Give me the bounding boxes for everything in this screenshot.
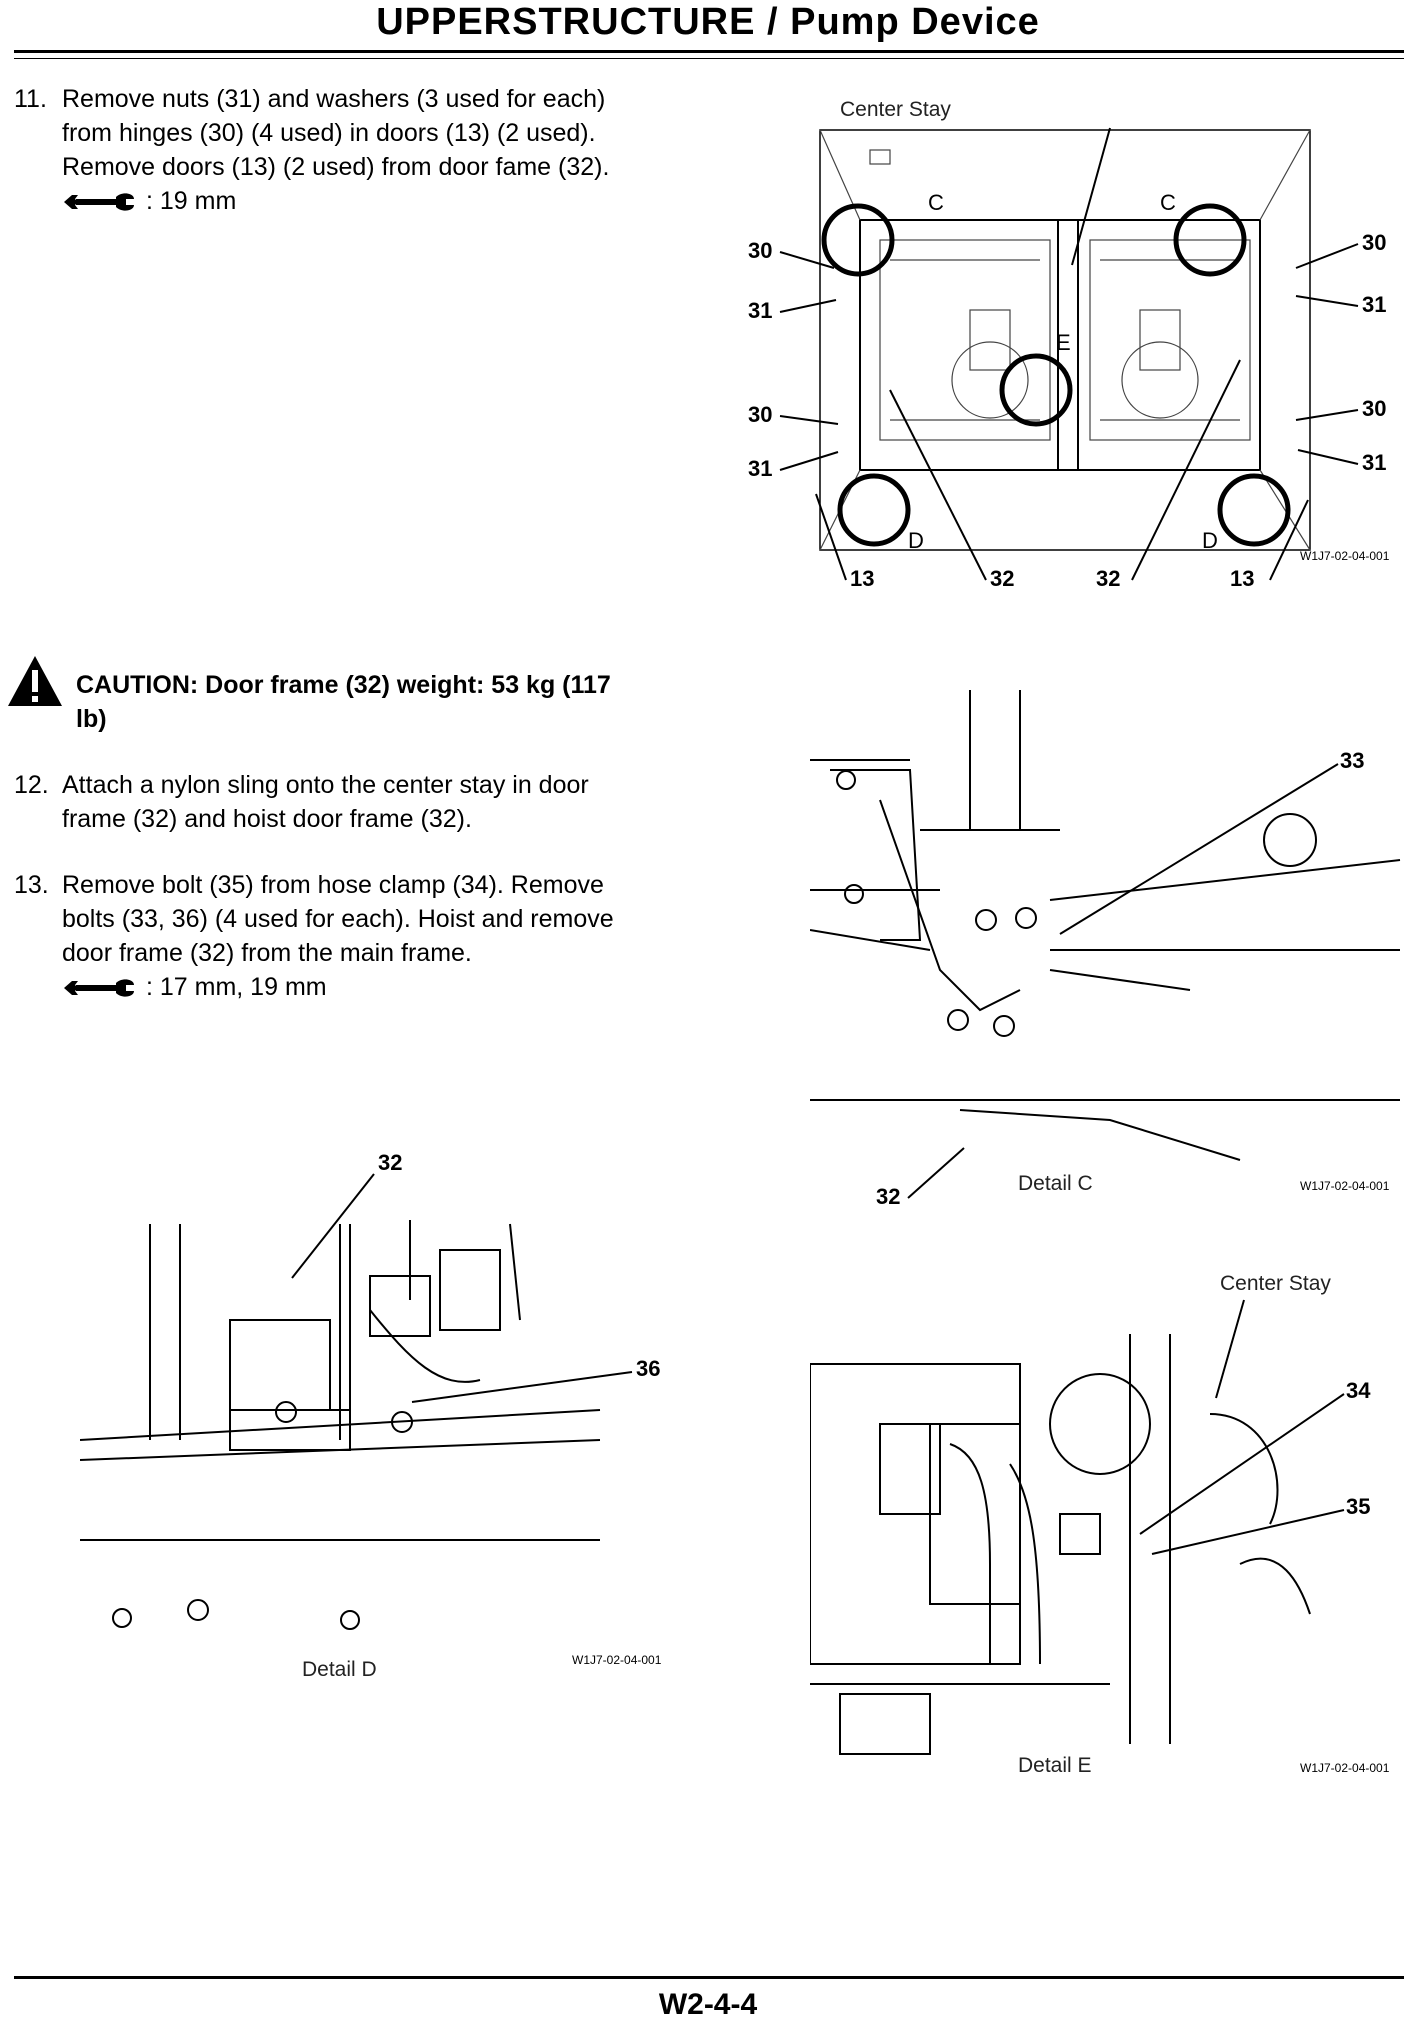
caution-line: CAUTION: Door frame (32) weight: 53 kg (… bbox=[76, 671, 611, 699]
detail-circle-e bbox=[999, 353, 1073, 427]
wrench-icon bbox=[64, 193, 134, 212]
pump-detail-lines bbox=[819, 129, 1311, 551]
callout-31: 31 bbox=[748, 456, 772, 481]
caution-line: lb) bbox=[76, 705, 107, 733]
caution-triangle-icon bbox=[6, 654, 66, 710]
callout-31: 31 bbox=[1362, 450, 1386, 475]
callout-30: 30 bbox=[1362, 396, 1386, 421]
step-13: 13. Remove bolt (35) from hose clamp (34)… bbox=[14, 868, 694, 1004]
wrench-size: : 17 mm, 19 mm bbox=[146, 973, 327, 1001]
step-line: Attach a nylon sling onto the center sta… bbox=[62, 771, 589, 799]
detail-e-drawing bbox=[810, 1334, 1311, 1755]
step-line: Remove nuts (31) and washers (3 used for… bbox=[62, 85, 606, 113]
callout-leader bbox=[1139, 1393, 1345, 1535]
callout-33: 33 bbox=[1340, 748, 1364, 773]
callout-30: 30 bbox=[1362, 230, 1386, 255]
callout-32: 32 bbox=[1096, 566, 1120, 591]
figure-code: W1J7-02-04-001 bbox=[1300, 549, 1390, 563]
step-number: 12. bbox=[14, 771, 49, 799]
callout-35: 35 bbox=[1346, 1494, 1370, 1519]
callout-30: 30 bbox=[748, 402, 772, 427]
detail-c-label: Detail C bbox=[1018, 1172, 1093, 1195]
figure-code: W1J7-02-04-001 bbox=[1300, 1761, 1390, 1775]
detail-circle-c bbox=[1173, 203, 1247, 277]
detail-d-figure: 32 36 Detail D W1J7-02-04-001 bbox=[80, 1150, 662, 1680]
callout-30: 30 bbox=[748, 238, 772, 263]
detail-letter: C bbox=[1160, 190, 1176, 215]
header-rule-thin bbox=[14, 58, 1404, 59]
step-line: door frame (32) from the main frame. bbox=[62, 939, 472, 967]
page-number: W2-4-4 bbox=[658, 1988, 758, 2021]
callout-31: 31 bbox=[748, 298, 772, 323]
page-title: UPPERSTRUCTURE / Pump Device bbox=[376, 1, 1040, 43]
callout-13: 13 bbox=[1230, 566, 1254, 591]
figure-code: W1J7-02-04-001 bbox=[572, 1653, 662, 1667]
callout-36: 36 bbox=[636, 1356, 660, 1381]
step-12: 12. Attach a nylon sling onto the center … bbox=[14, 768, 694, 836]
callout-leader bbox=[1151, 1509, 1345, 1555]
callout-leader bbox=[1059, 763, 1339, 935]
wrench-line: : 17 mm, 19 mm bbox=[14, 970, 694, 1004]
detail-c-drawing bbox=[810, 690, 1401, 1161]
detail-letter: D bbox=[908, 528, 924, 553]
callout-leader bbox=[291, 1173, 375, 1279]
detail-e-label: Detail E bbox=[1018, 1754, 1092, 1777]
step-line: from hinges (30) (4 used) in doors (13) … bbox=[62, 119, 596, 147]
center-stay-label: Center Stay bbox=[1220, 1272, 1331, 1295]
detail-d-drawing bbox=[80, 1220, 601, 1630]
door-frame-outline bbox=[819, 129, 1311, 551]
callout-31: 31 bbox=[1362, 292, 1386, 317]
detail-circle-c bbox=[821, 203, 895, 277]
step-line: bolts (33, 36) (4 used for each). Hoist … bbox=[62, 905, 614, 933]
detail-letter: C bbox=[928, 190, 944, 215]
callout-32: 32 bbox=[876, 1184, 900, 1209]
step-11: 11. Remove nuts (31) and washers (3 used … bbox=[14, 82, 694, 218]
step-line: frame (32) and hoist door frame (32). bbox=[62, 805, 472, 833]
wrench-size: : 19 mm bbox=[146, 187, 237, 215]
callout-leader bbox=[907, 1147, 965, 1199]
step-line: Remove bolt (35) from hose clamp (34). R… bbox=[62, 871, 604, 899]
center-stay bbox=[1057, 219, 1079, 471]
callout-leader bbox=[411, 1371, 633, 1403]
figure-code: W1J7-02-04-001 bbox=[1300, 1179, 1390, 1193]
detail-circle-d bbox=[1217, 473, 1291, 547]
detail-c-figure: 33 32 Detail C W1J7-02-04-001 bbox=[810, 690, 1401, 1209]
wrench-icon bbox=[64, 979, 134, 998]
step-line: Remove doors (13) (2 used) from door fam… bbox=[62, 153, 610, 181]
detail-circle-d bbox=[837, 473, 911, 547]
detail-letter: D bbox=[1202, 528, 1218, 553]
callout-leader bbox=[1215, 1299, 1245, 1399]
caution-text: CAUTION: Door frame (32) weight: 53 kg (… bbox=[76, 668, 696, 736]
callout-34: 34 bbox=[1346, 1378, 1371, 1403]
detail-d-label: Detail D bbox=[302, 1658, 377, 1680]
detail-letter: E bbox=[1056, 330, 1071, 355]
callout-13: 13 bbox=[850, 566, 874, 591]
center-stay-label: Center Stay bbox=[840, 98, 951, 121]
callout-32: 32 bbox=[378, 1150, 402, 1175]
detail-e-figure: Center Stay 34 35 Detail E W1J7-02-04-00… bbox=[810, 1272, 1390, 1777]
callout-32: 32 bbox=[990, 566, 1014, 591]
wrench-line: : 19 mm bbox=[14, 184, 694, 218]
header-rule bbox=[14, 50, 1404, 53]
step-number: 13. bbox=[14, 871, 49, 899]
footer-rule bbox=[14, 1976, 1404, 1979]
step-number: 11. bbox=[14, 85, 47, 113]
callout-leaders bbox=[779, 243, 1359, 581]
pump-door-figure: Center Stay C C E D D 30 31 30 31 30 31 … bbox=[748, 98, 1390, 591]
